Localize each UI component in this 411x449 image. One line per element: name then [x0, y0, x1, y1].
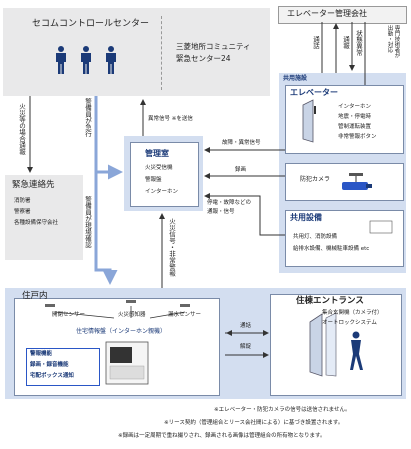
elevator-status-label: 状態異常: [354, 30, 363, 56]
camera-label: 防犯カメラ: [300, 176, 331, 183]
emergency-contacts-title: 緊急連絡先: [12, 180, 55, 190]
sensor-lines: [54, 306, 186, 319]
guard-figures-icon: [56, 46, 116, 74]
shared-facility-label: 共用施設: [283, 75, 308, 82]
mitsubishi-label-2: 緊急センター24: [176, 54, 231, 63]
guard-confirm-label: 警備員が現場確認: [83, 196, 92, 248]
equipment-icon: [369, 220, 393, 234]
emergency-item-2: 各種設備保守会社: [14, 220, 59, 226]
sensor-0: 開閉センサー: [52, 312, 86, 318]
elevator-title: エレベーター: [290, 88, 338, 97]
feature-0: 警報機能: [30, 351, 53, 357]
unlock-label: 解錠: [240, 344, 252, 350]
control-center-box: [3, 8, 270, 96]
management-item-2: インターホン: [145, 189, 179, 195]
management-item-0: 火災受信機: [145, 165, 173, 171]
fire-report-label: 火災等の場合通報: [17, 103, 26, 155]
management-room-inner: [130, 142, 199, 207]
sensor-icons: [45, 300, 190, 307]
feature-2: 宅配ボックス通知: [30, 373, 74, 379]
sensor-1: 火災感知器: [118, 312, 146, 318]
equipment-title: 共用設備: [290, 213, 322, 222]
entrance-line-1: 集合玄関機（カメラ付）: [322, 310, 383, 316]
elevator-item-2: 管制運転装置: [338, 124, 372, 130]
elevator-item-0: インターホン: [338, 104, 372, 110]
abnormal-send-label: 異常信号 ※を送信: [148, 116, 193, 122]
equipment-item-0: 共用灯、消防設備: [293, 234, 338, 240]
security-camera-icon: [342, 173, 372, 190]
entrance-title: 住棟エントランス: [296, 296, 364, 306]
call-label: 通話: [240, 323, 252, 329]
entrance-door-icon: [309, 312, 337, 377]
fire-signal-label: 火災信号・非常警報: [167, 218, 176, 277]
elevator-door-icon: [302, 99, 316, 143]
elevator-item-3: 非常警報ボタン: [338, 134, 377, 140]
elevator-tech-label: 専門技術者が: [393, 25, 400, 58]
equipment-item-1: 給排水設備、機械駐車設備 etc: [293, 246, 370, 252]
panel-title: 住宅情報盤（インターホン親機）: [76, 328, 167, 335]
recording-label: 録画: [235, 167, 247, 173]
note-2: ※録画は一定周期で重ね撮りされ、録画される画像は管理組合の所有物となります。: [118, 433, 326, 439]
management-item-1: 警報盤: [145, 177, 162, 183]
mitsubishi-label-1: 三菱地所コミュニティ: [176, 42, 251, 51]
entrance-line-2: オートロックシステム: [322, 320, 377, 326]
sensor-2: 漏水センサー: [168, 312, 202, 318]
feature-1: 録画・録音機能: [30, 362, 69, 368]
control-center-title: セコムコントロールセンター: [32, 19, 150, 29]
emergency-item-1: 警察署: [14, 209, 31, 215]
elevator-company-title: エレベーター管理会社: [287, 9, 367, 18]
features-box: [26, 348, 100, 386]
dwelling-title: 住戸内: [22, 291, 48, 301]
guard-dispatch-label: 警備員が急行: [83, 98, 92, 137]
elevator-call-label: 通話: [311, 36, 320, 49]
equipment-box: [285, 210, 404, 267]
note-1: ※リース契約（管理組合とリース会社間による）に基づき設置されます。: [164, 420, 344, 426]
management-room-title: 管理室: [145, 149, 169, 158]
emergency-item-0: 消防署: [14, 198, 31, 204]
person-entering-icon: [350, 331, 363, 370]
note-0: ※エレベーター・防犯カメラの信号は送信されません。: [214, 407, 351, 413]
outage-signal-label-1: 停電・故障などの: [207, 200, 252, 206]
elevator-tech-label-2: 出動・対応: [386, 25, 393, 53]
elevator-company-box: [278, 6, 407, 24]
control-center-divider: [161, 16, 162, 90]
fault-signal-label: 故障・異常信号: [222, 140, 261, 146]
interphone-panel-icon: [105, 341, 149, 385]
elevator-report-label: 通報: [341, 36, 350, 49]
outage-signal-label-2: 通報・信号: [207, 209, 235, 215]
elevator-item-1: 地震・停電時: [338, 114, 372, 120]
emergency-contacts-box: [5, 175, 83, 260]
